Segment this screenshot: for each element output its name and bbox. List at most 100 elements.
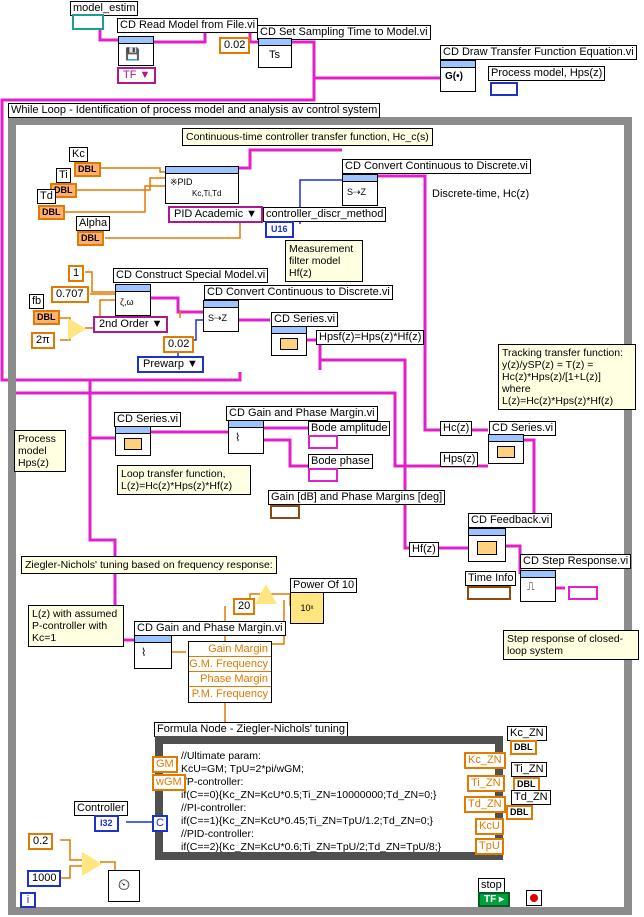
- formula-output-kcu[interactable]: KcU: [475, 818, 504, 835]
- formula-output-kc[interactable]: Kc_ZN: [464, 752, 506, 769]
- model-estim-path-control[interactable]: [72, 14, 104, 30]
- step-icon: ⎍: [527, 581, 535, 593]
- controller-control[interactable]: I32: [94, 815, 119, 832]
- discr-method-label: controller_discr_method: [263, 207, 387, 222]
- hpsf-label: Hpsf(z)=Hps(z)*Hf(z): [316, 330, 425, 345]
- hps-wire-label: Hps(z): [440, 452, 479, 467]
- convert-vi-node[interactable]: S⇢Z: [342, 174, 378, 206]
- convert2-vi-node[interactable]: S⇢Z: [203, 300, 239, 332]
- unbundle-node[interactable]: Gain Margin G.M. Frequency Phase Margin …: [188, 641, 272, 703]
- pid-vi-node[interactable]: ※PID Kc,Ti,Td: [165, 166, 239, 204]
- ti-zn-label: Ti_ZN: [511, 762, 547, 777]
- formula-input-gm[interactable]: GM: [152, 756, 178, 773]
- bode-amp-indicator: [308, 435, 338, 449]
- const-02[interactable]: 0.2: [28, 833, 54, 850]
- alpha-control[interactable]: DBL: [77, 231, 104, 246]
- step-graph-indicator: [568, 586, 598, 600]
- tf-enum-text: TF: [123, 69, 137, 81]
- formula-output-ti[interactable]: Ti_ZN: [467, 775, 505, 792]
- bode-icon: ⌇: [235, 432, 241, 444]
- formula-input-c[interactable]: C: [152, 815, 168, 832]
- note-loop-tf: Loop transfer function, L(z)=Hc(z)*Hps(z…: [117, 465, 251, 495]
- formula-input-wgm[interactable]: wGM: [152, 774, 186, 791]
- const-1[interactable]: 1: [68, 265, 85, 282]
- pid-type-enum[interactable]: PID Academic ▼: [168, 206, 264, 223]
- convert2-vi-label: CD Convert Continuous to Discrete.vi: [204, 285, 393, 300]
- feedback-vi-label: CD Feedback.vi: [468, 513, 553, 528]
- set-sampling-vi-node[interactable]: Ts: [258, 38, 292, 68]
- gs-icon: G(•): [445, 71, 463, 82]
- set-sampling-vi-label: CD Set Sampling Time to Model.vi: [257, 25, 431, 40]
- formula-node-title: Formula Node - Ziegler-Nichols' tuning: [154, 722, 348, 737]
- prewarp-ring[interactable]: Prewarp ▼: [137, 356, 204, 373]
- formula-line: //P-controller:: [181, 776, 244, 788]
- series-icon-2: [124, 438, 142, 450]
- kc-zn-label: Kc_ZN: [507, 726, 547, 741]
- note-p-controller: L(z) with assumed P-controller with Kc=1: [28, 605, 124, 647]
- margins-label: Gain [dB] and Phase Margins [deg]: [268, 490, 446, 505]
- two-pi-constant[interactable]: 2π: [31, 332, 55, 349]
- kc-zn-indicator: DBL: [510, 740, 537, 755]
- zeta-omega-icon: ζ,ω: [120, 297, 134, 307]
- hc-wire-label: Hc(z): [440, 421, 473, 436]
- formula-node[interactable]: //Ultimate param: KcU=GM; TpU=2*pi/wGM; …: [155, 736, 503, 860]
- series-icon: [280, 338, 298, 350]
- kc-control[interactable]: DBL: [74, 162, 101, 177]
- model-estim-label: model_estim: [70, 1, 139, 16]
- const-0707[interactable]: 0.707: [51, 286, 89, 303]
- formula-line: if(C==1){Kc_ZN=KcU*0.45;Ti_ZN=TpU/1.2;Td…: [181, 815, 434, 827]
- multiply-icon: [68, 318, 86, 340]
- bode-phase-indicator: [308, 468, 338, 482]
- time-info-control[interactable]: [467, 586, 511, 600]
- wait-timer-icon[interactable]: ⏲: [108, 870, 140, 902]
- formula-line: if(C==2){Kc_ZN=KcU*0.6;Ti_ZN=TpU/2;Td_ZN…: [181, 841, 442, 853]
- gain-phase-vi-node[interactable]: ⌇: [228, 420, 264, 454]
- formula-line: KcU=GM; TpU=2*pi/wGM;: [181, 763, 304, 775]
- formula-output-tpu[interactable]: TpU: [475, 838, 504, 855]
- prewarp-text: Prewarp: [143, 358, 184, 370]
- tf-enum[interactable]: TF ▼: [117, 67, 157, 84]
- fb-label: fb: [29, 294, 45, 309]
- formula-line: //PI-controller:: [181, 802, 247, 814]
- formula-code[interactable]: //Ultimate param: KcU=GM; TpU=2*pi/wGM; …: [181, 750, 441, 854]
- note-continuous-controller: Continuous-time controller transfer func…: [182, 128, 433, 146]
- loop-condition-terminal[interactable]: [526, 890, 542, 906]
- bode-phase-label: Bode phase: [308, 454, 373, 469]
- construct-vi-node[interactable]: ζ,ω: [115, 284, 151, 316]
- controller-label: Controller: [74, 801, 128, 816]
- series2-vi-node[interactable]: [115, 426, 151, 456]
- formula-output-td[interactable]: Td_ZN: [464, 796, 506, 813]
- zn-gain-phase-vi-node[interactable]: ⌇: [134, 635, 172, 669]
- td-control[interactable]: DBL: [38, 205, 65, 220]
- const-1000[interactable]: 1000: [27, 870, 62, 887]
- series-vi-node[interactable]: [271, 326, 307, 356]
- step-vi-node[interactable]: ⎍: [520, 570, 556, 602]
- read-model-vi-node[interactable]: 💾: [118, 36, 154, 66]
- while-loop-title: While Loop - Identification of process m…: [8, 103, 381, 118]
- iteration-terminal: i: [20, 892, 36, 908]
- unbundle-gm-frequency: G.M. Frequency: [189, 657, 271, 672]
- power10-node[interactable]: 10ˣ: [290, 592, 324, 624]
- note-process-model: Process model Hps(z): [14, 430, 66, 472]
- fb-control[interactable]: DBL: [33, 310, 60, 325]
- formula-line: if(C==0){Kc_ZN=KcU*0.5;Ti_ZN=10000000;Td…: [181, 789, 437, 801]
- unbundle-gain-margin: Gain Margin: [189, 642, 271, 657]
- sampling-constant[interactable]: 0.02: [219, 37, 251, 54]
- pid-ports-label: Kc,Ti,Td: [192, 189, 222, 198]
- series3-vi-node[interactable]: [488, 434, 524, 464]
- stop-button[interactable]: TF ▸: [478, 892, 511, 907]
- read-model-vi-label: CD Read Model from File.vi: [117, 18, 259, 33]
- divide-icon: [255, 584, 277, 604]
- bode-icon-2: ⌇: [141, 647, 147, 659]
- draw-tf-vi-node[interactable]: G(•): [440, 60, 476, 92]
- const-20[interactable]: 20: [233, 598, 256, 615]
- while-loop: [8, 117, 632, 915]
- order-enum[interactable]: 2nd Order ▼: [93, 316, 169, 333]
- formula-line: //Ultimate param:: [181, 750, 261, 762]
- stop-label: stop: [478, 878, 505, 893]
- feedback-vi-node[interactable]: [468, 528, 506, 562]
- sample-002-constant[interactable]: 0.02: [163, 336, 195, 353]
- discr-method-control[interactable]: U16: [265, 221, 294, 238]
- margins-indicator: [270, 505, 300, 519]
- feedback-icon: [477, 541, 497, 555]
